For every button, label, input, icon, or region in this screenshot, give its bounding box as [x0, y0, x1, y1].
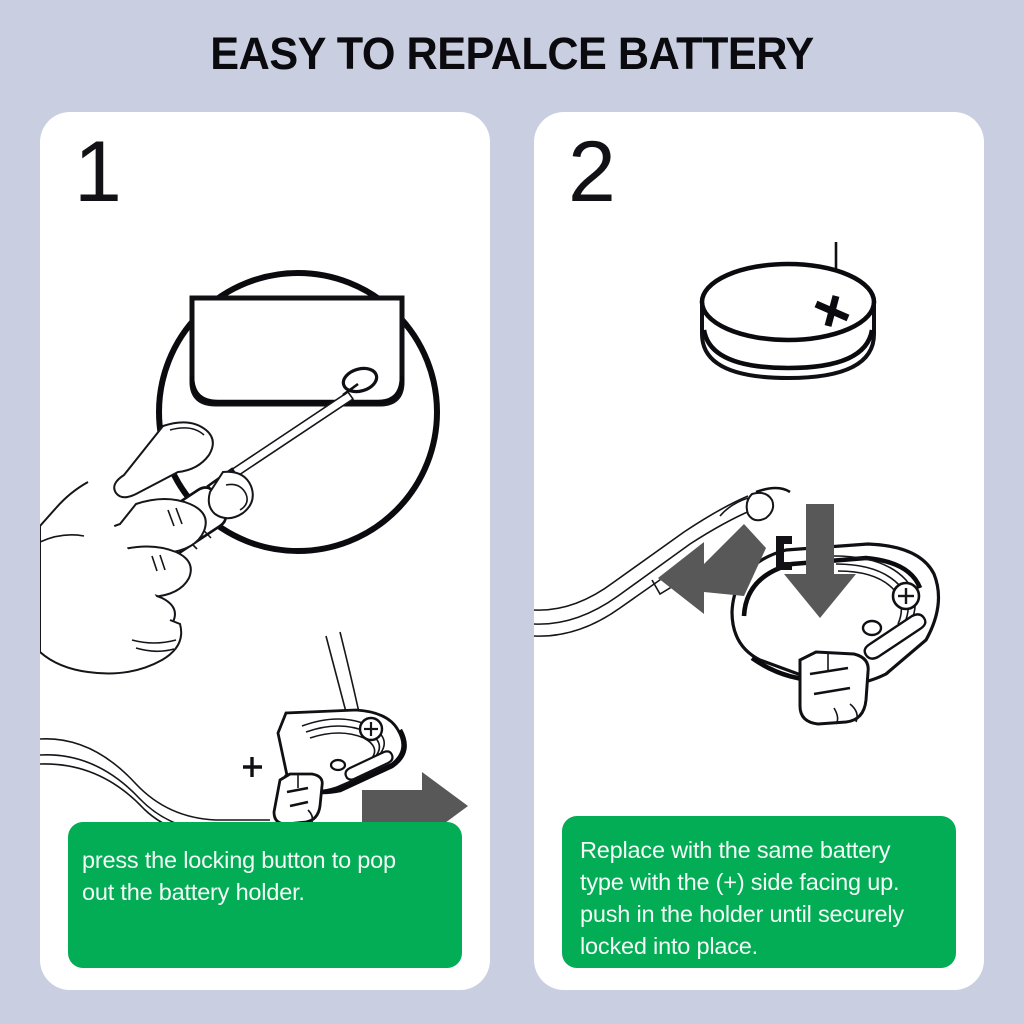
- steps-container: 1: [40, 112, 984, 990]
- device-edge-closeup: [189, 295, 405, 407]
- battery-holder-tray: [243, 708, 407, 795]
- screwdriver: [133, 382, 359, 568]
- caption-line: press the locking button to pop: [82, 847, 396, 873]
- insert-arrow-down: [784, 504, 856, 618]
- caption-line: Replace with the same battery: [580, 837, 891, 863]
- battery-plus-mark: [814, 295, 850, 327]
- step-number-2: 2: [568, 124, 616, 220]
- step-caption-2: Replace with the same battery type with …: [562, 816, 956, 968]
- push-arrow-left: [658, 524, 766, 614]
- coin-battery: [699, 261, 877, 381]
- caption-line: push in the holder until securely: [580, 901, 904, 927]
- holder-plus-terminal: [358, 716, 384, 742]
- leader-line-top: [832, 242, 840, 300]
- step-number-1: 1: [74, 124, 122, 220]
- caption-line: out the battery holder.: [82, 879, 305, 905]
- lock-bracket-icon: [776, 536, 792, 570]
- magnifier-circle: [156, 270, 440, 554]
- caption-line: type with the (+) side facing up.: [580, 869, 900, 895]
- remote-body-outline: [534, 486, 791, 637]
- caption-line: locked into place.: [580, 933, 758, 959]
- lock-tab: [798, 650, 870, 726]
- lock-tab: [272, 772, 324, 826]
- step-caption-1: press the locking button to pop out the …: [68, 822, 462, 968]
- coin-battery-plus-mark: [243, 757, 262, 777]
- battery-holder-tray: [730, 542, 941, 687]
- hand-holding-screwdriver: [40, 421, 254, 675]
- leader-line-left: [709, 319, 781, 373]
- holder-plus-mark: [891, 581, 921, 611]
- page-title: EASY TO REPALCE BATTERY: [210, 28, 814, 79]
- release-button-hole: [341, 366, 379, 394]
- step-card-2: 2: [534, 112, 984, 990]
- remote-body-outline: [40, 631, 377, 832]
- step-card-1: 1: [40, 112, 490, 990]
